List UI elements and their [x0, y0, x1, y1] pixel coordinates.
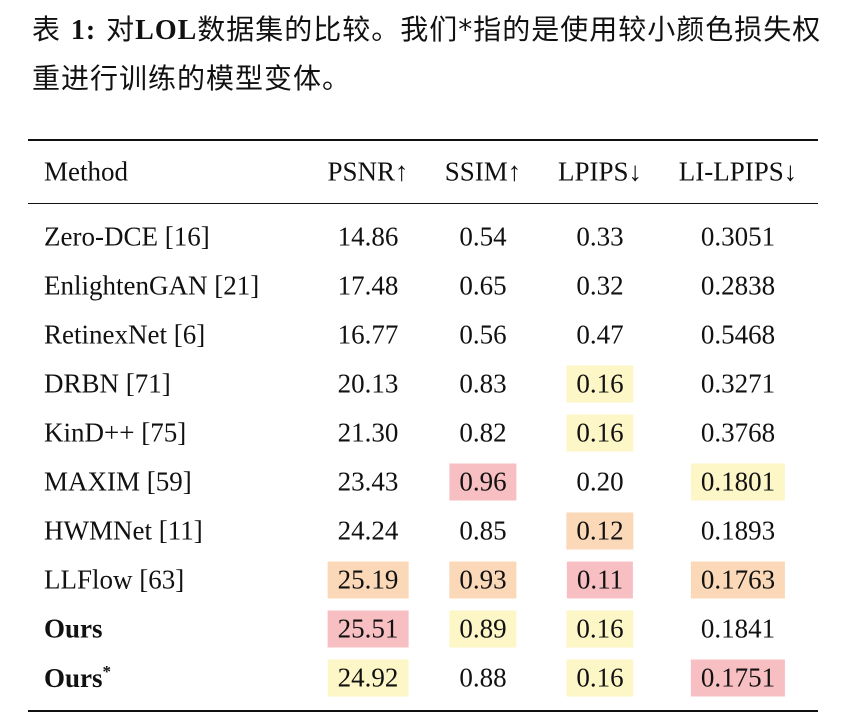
psnr-cell: 21.30: [337, 417, 399, 447]
header-ssim: SSIM↑: [444, 156, 522, 187]
method-name: RetinexNet [6]: [44, 319, 206, 349]
method-cell: Ours*: [44, 662, 111, 694]
psnr-cell: 16.77: [337, 319, 399, 349]
table-header-rule: [28, 203, 818, 204]
psnr-cell: 23.43: [337, 466, 399, 496]
li-lpips-cell: 0.1751: [690, 659, 786, 696]
ssim-cell: 0.93: [449, 561, 517, 598]
table-row: LLFlow [63] 25.19 0.93 0.11 0.1763: [28, 555, 818, 604]
lpips-cell: 0.12: [566, 512, 634, 549]
psnr-cell: 24.92: [327, 659, 409, 696]
method-name: LLFlow [63]: [44, 564, 185, 594]
method-cell: DRBN [71]: [44, 368, 171, 399]
comparison-table: Method PSNR↑ SSIM↑ LPIPS↓ LI-LPIPS↓ Zero…: [28, 139, 818, 712]
method-cell: LLFlow [63]: [44, 564, 184, 595]
psnr-cell: 14.86: [337, 221, 399, 251]
table-row: DRBN [71] 20.13 0.83 0.16 0.3271: [28, 359, 818, 408]
ssim-cell: 0.82: [459, 417, 507, 447]
method-cell: Ours: [44, 613, 103, 644]
caption-label: 表 1:: [32, 13, 97, 46]
ssim-cell: 0.88: [459, 662, 507, 692]
lpips-cell: 0.47: [576, 319, 624, 349]
table-caption: 表 1: 对LOL数据集的比较。我们*指的是使用较小颜色损失权重进行训练的模型变…: [32, 6, 832, 103]
caption-dataset: LOL: [135, 15, 198, 46]
lpips-cell: 0.20: [576, 466, 624, 496]
table-row: RetinexNet [6] 16.77 0.56 0.47 0.5468: [28, 310, 818, 359]
ssim-cell: 0.85: [459, 515, 507, 545]
method-name: EnlightenGAN [21]: [44, 270, 260, 300]
psnr-cell: 25.51: [327, 610, 409, 647]
method-cell: KinD++ [75]: [44, 417, 186, 448]
ssim-cell: 0.83: [459, 368, 507, 398]
lpips-cell: 0.16: [566, 610, 634, 647]
lpips-cell: 0.16: [566, 365, 634, 402]
li-lpips-cell: 0.1841: [700, 613, 776, 643]
method-cell: EnlightenGAN [21]: [44, 270, 259, 301]
lpips-cell: 0.16: [566, 659, 634, 696]
table-header-row: Method PSNR↑ SSIM↑ LPIPS↓ LI-LPIPS↓: [28, 141, 818, 203]
ssim-cell: 0.89: [449, 610, 517, 647]
ssim-cell: 0.96: [449, 463, 517, 500]
table-row: EnlightenGAN [21] 17.48 0.65 0.32 0.2838: [28, 261, 818, 310]
table-row: KinD++ [75] 21.30 0.82 0.16 0.3768: [28, 408, 818, 457]
lpips-cell: 0.11: [566, 561, 634, 598]
method-cell: RetinexNet [6]: [44, 319, 205, 350]
method-name: Zero-DCE [16]: [44, 221, 210, 251]
table-top-rule: [28, 139, 818, 141]
method-cell: Zero-DCE [16]: [44, 221, 210, 252]
table-bottom-rule: [28, 710, 818, 712]
method-name: Ours: [44, 613, 103, 643]
caption-text-a: 对: [96, 13, 136, 46]
method-name: KinD++ [75]: [44, 417, 187, 447]
method-name: MAXIM [59]: [44, 466, 192, 496]
table-row: HWMNet [11] 24.24 0.85 0.12 0.1893: [28, 506, 818, 555]
method-cell: HWMNet [11]: [44, 515, 203, 546]
li-lpips-cell: 0.5468: [700, 319, 776, 349]
header-method: Method: [44, 156, 128, 187]
table-row: MAXIM [59] 23.43 0.96 0.20 0.1801: [28, 457, 818, 506]
li-lpips-cell: 0.3271: [700, 368, 776, 398]
psnr-cell: 25.19: [327, 561, 409, 598]
header-li-lpips: LI-LPIPS↓: [678, 156, 798, 187]
li-lpips-cell: 0.3051: [700, 221, 776, 251]
li-lpips-cell: 0.3768: [700, 417, 776, 447]
caption-text-b: 数据集的比较。我们*指的是使用较小颜色损失权重进行训练的模型变体。: [32, 13, 822, 95]
li-lpips-cell: 0.1763: [690, 561, 786, 598]
table-row: Zero-DCE [16] 14.86 0.54 0.33 0.3051: [28, 212, 818, 261]
psnr-cell: 17.48: [337, 270, 399, 300]
ssim-cell: 0.65: [459, 270, 507, 300]
lpips-cell: 0.33: [576, 221, 624, 251]
psnr-cell: 24.24: [337, 515, 399, 545]
ssim-cell: 0.54: [459, 221, 507, 251]
table-row: Ours 25.51 0.89 0.16 0.1841: [28, 604, 818, 653]
table-row: Ours* 24.92 0.88 0.16 0.1751: [28, 653, 818, 702]
method-name: DRBN [71]: [44, 368, 171, 398]
li-lpips-cell: 0.1893: [700, 515, 776, 545]
header-psnr: PSNR↑: [327, 156, 409, 187]
method-name: HWMNet [11]: [44, 515, 203, 545]
li-lpips-cell: 0.2838: [700, 270, 776, 300]
psnr-cell: 20.13: [337, 368, 399, 398]
method-cell: MAXIM [59]: [44, 466, 192, 497]
lpips-cell: 0.16: [566, 414, 634, 451]
variant-star: *: [102, 661, 112, 681]
ssim-cell: 0.56: [459, 319, 507, 349]
method-name: Ours: [44, 662, 103, 693]
li-lpips-cell: 0.1801: [690, 463, 786, 500]
header-lpips: LPIPS↓: [557, 156, 643, 187]
lpips-cell: 0.32: [576, 270, 624, 300]
